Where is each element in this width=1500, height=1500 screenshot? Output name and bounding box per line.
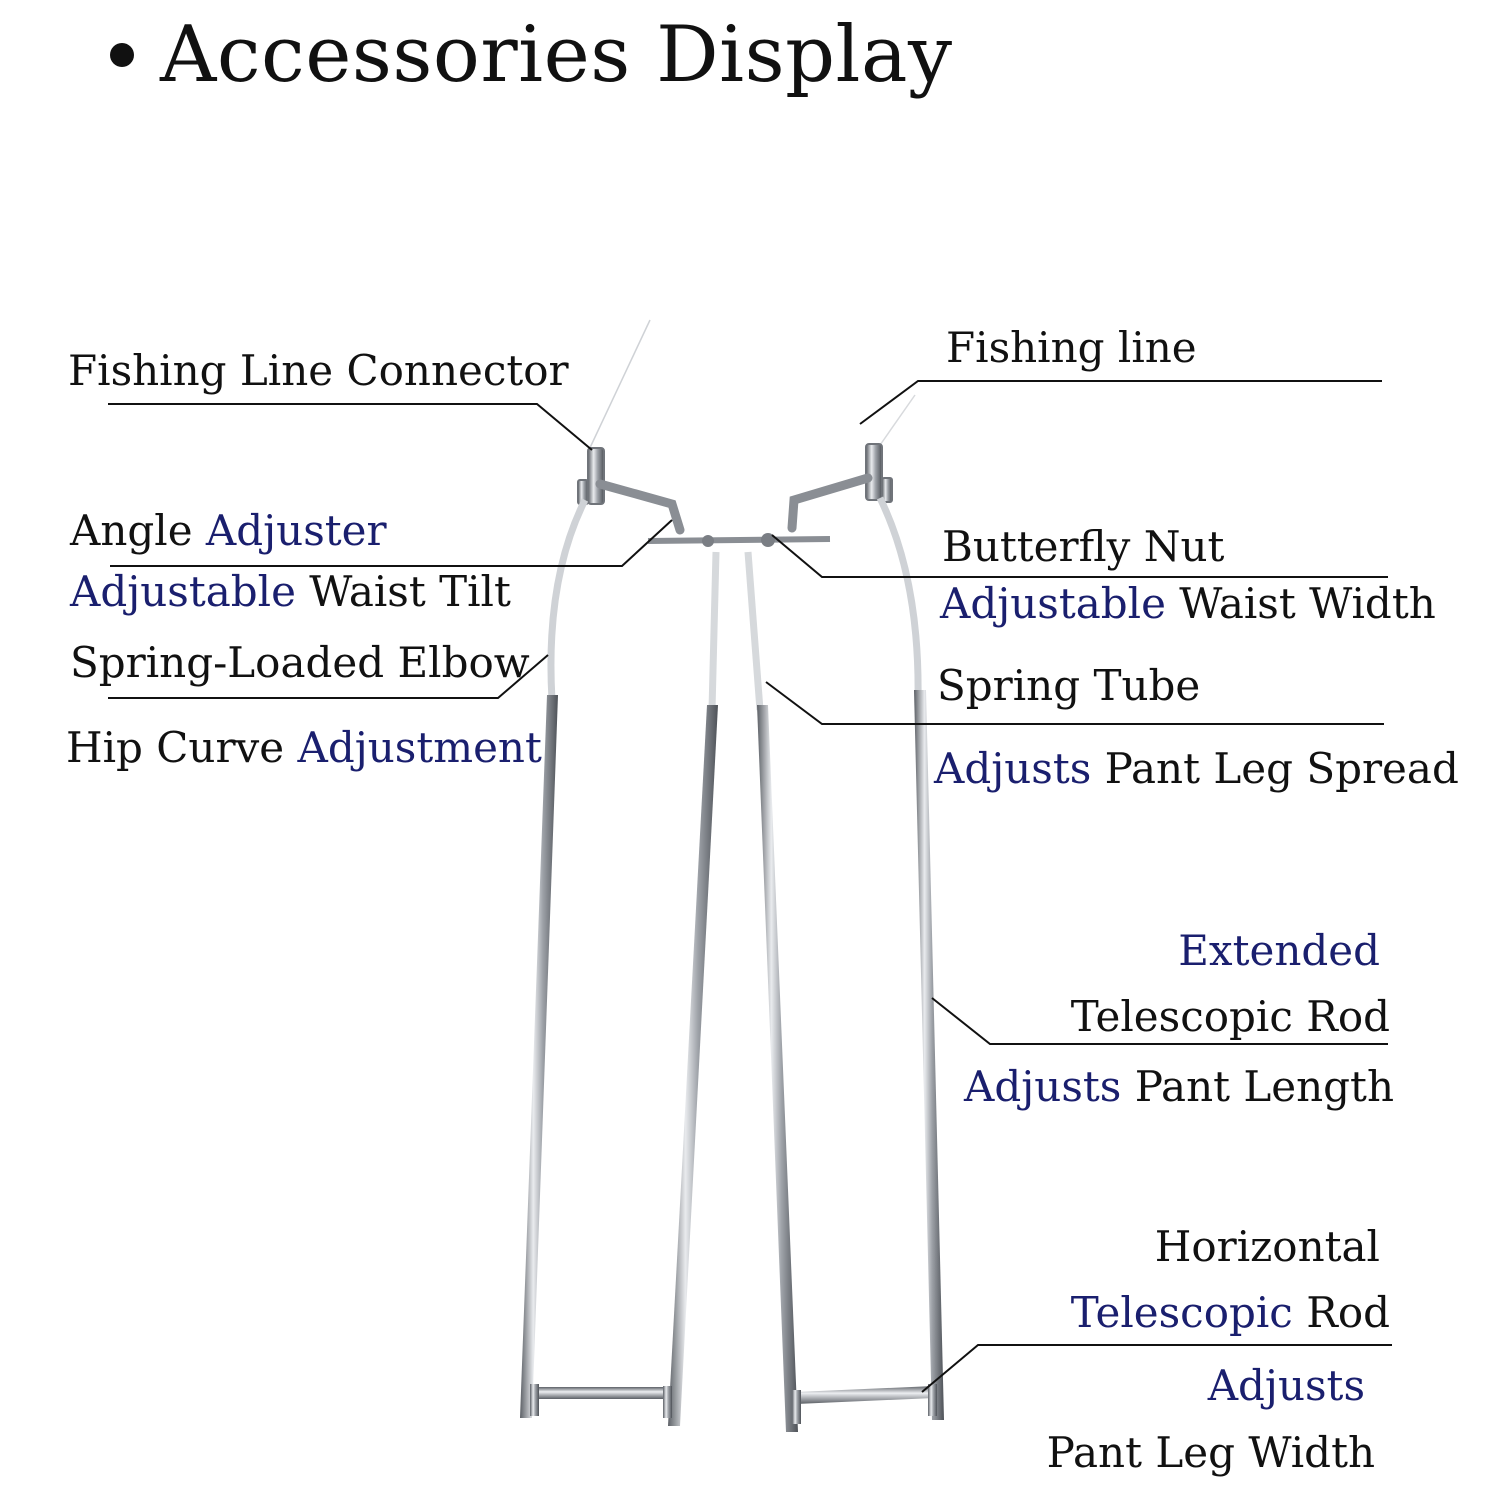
label-leg-spread-a: Adjusts — [934, 744, 1092, 793]
right-angle-arm — [787, 473, 873, 533]
label-butterfly-nut: Butterfly Nut — [942, 522, 1225, 571]
label-hip-curve-a: Hip Curve — [66, 723, 285, 772]
label-fishing-line: Fishing line — [946, 323, 1197, 372]
left-spring-tube — [708, 551, 720, 711]
right-inner-rod — [757, 705, 798, 1432]
label-fishing-line-connector: Fishing Line Connector — [68, 346, 569, 395]
label-hip-curve: Hip Curve Adjustment — [66, 727, 542, 769]
label-extended: Extended — [1178, 926, 1380, 975]
label-leg-spread: Adjusts Pant Leg Spread — [934, 748, 1459, 790]
leader-lines — [108, 380, 1392, 1393]
label-waist-tilt-b: Waist Tilt — [309, 567, 511, 616]
label-pant-length-b: Pant Length — [1134, 1062, 1394, 1111]
waist-bar — [647, 536, 831, 544]
label-pant-leg-width: Pant Leg Width — [1046, 1428, 1375, 1477]
label-waist-width-a: Adjustable — [940, 579, 1166, 628]
label-horizontal-telescopic-rod-a: Telescopic — [1070, 1288, 1293, 1337]
butterfly-nut-shape — [761, 533, 775, 547]
left-horizontal-rod — [530, 1384, 672, 1418]
page-title: Accessories Display — [110, 10, 953, 100]
right-outer-rod — [914, 690, 944, 1420]
label-pant-length: Adjusts Pant Length — [964, 1066, 1394, 1108]
label-hip-curve-b: Adjustment — [297, 723, 542, 772]
right-elbow-curve — [876, 496, 922, 701]
label-spring-elbow: Spring-Loaded Elbow — [70, 638, 530, 687]
right-spring-tube — [744, 551, 764, 711]
label-angle-adjuster: Angle Adjuster — [70, 510, 387, 552]
leader-butterfly-nut — [771, 534, 1388, 578]
fishing-line-wire-right — [877, 394, 916, 449]
left-inner-rod — [668, 705, 718, 1426]
label-pant-length-a: Adjusts — [964, 1062, 1122, 1111]
label-horizontal-telescopic-rod-b: Rod — [1306, 1288, 1390, 1337]
label-waist-tilt-a: Adjustable — [70, 567, 296, 616]
fishing-line-wire — [587, 319, 651, 453]
left-elbow-curve — [547, 498, 589, 701]
right-horizontal-rod — [792, 1384, 937, 1424]
label-telescopic-rod: Telescopic Rod — [1070, 992, 1390, 1041]
title-text: Accessories Display — [160, 10, 953, 100]
label-horizontal: Horizontal — [1154, 1222, 1380, 1271]
label-horizontal-telescopic-rod: Telescopic Rod — [1071, 1292, 1390, 1334]
bullet-icon — [110, 42, 134, 67]
label-waist-width-b: Waist Width — [1179, 579, 1436, 628]
label-spring-tube: Spring Tube — [937, 661, 1201, 710]
leader-telescopic-rod — [931, 997, 1388, 1045]
leader-spring-tube — [765, 681, 1384, 725]
leader-fishing-line — [859, 380, 1382, 425]
label-angle-adjuster-a: Angle — [70, 506, 193, 555]
label-angle-adjuster-b: Adjuster — [205, 506, 387, 555]
leader-horizontal-rod — [921, 1344, 1392, 1393]
leader-spring-elbow — [108, 654, 549, 699]
label-adjusts: Adjusts — [1207, 1361, 1365, 1410]
label-waist-width: Adjustable Waist Width — [940, 583, 1436, 625]
left-connector — [577, 447, 605, 505]
label-leg-spread-b: Pant Leg Spread — [1104, 744, 1459, 793]
left-outer-rod — [520, 695, 558, 1418]
leader-angle-adjuster — [110, 519, 673, 567]
left-angle-arm — [595, 479, 685, 535]
right-connector — [865, 443, 893, 503]
label-waist-tilt: Adjustable Waist Tilt — [70, 571, 511, 613]
leader-fishing-line-connector — [108, 403, 593, 451]
